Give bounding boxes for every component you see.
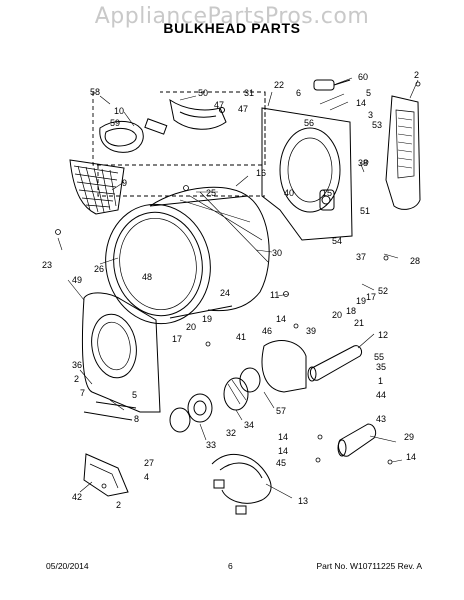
callout-18: 16 [256,168,266,178]
callout-52: 8 [134,414,139,424]
callout-25: 30 [272,248,282,258]
callout-9: 10 [114,106,124,116]
callout-11: 59 [110,118,120,128]
callout-49: 2 [74,374,79,384]
blower-assembly [169,340,307,433]
callout-6: 6 [296,88,301,98]
callout-54: 1 [378,376,383,386]
callout-17: 25 [206,188,216,198]
callout-10: 47 [214,100,224,110]
callout-43: 19 [202,314,212,324]
callout-33: 52 [378,286,388,296]
lint-screen [69,159,125,215]
callout-59: 34 [244,420,254,430]
callout-19: 38 [358,158,368,168]
callout-58: 14 [278,432,288,442]
callout-44: 20 [186,322,196,332]
upper-bracket-parts [99,98,227,153]
callout-0: 2 [414,70,419,80]
leader-lines [57,77,419,499]
callout-12: 47 [238,104,248,114]
callout-41: 39 [306,326,316,336]
callout-50: 7 [80,388,85,398]
callout-1: 60 [358,72,368,82]
callout-35: 19 [356,296,366,306]
callout-55: 57 [276,406,286,416]
drum [105,186,270,325]
rear-bulkhead-panel [261,107,353,241]
lower-left-duct-bracket [83,453,129,497]
callout-27: 28 [410,256,420,266]
footer-part-number: Part No. W10711225 Rev. A [316,561,422,571]
callout-21: 15 [322,188,332,198]
footer-page-number: 6 [228,561,233,571]
callout-63: 14 [278,446,288,456]
callout-70: 13 [298,496,308,506]
callout-65: 27 [144,458,154,468]
thermal-fuse [313,79,351,91]
front-bulkhead [81,292,161,421]
callout-7: 5 [366,88,371,98]
callout-31: 24 [220,288,230,298]
exhaust-duct [385,95,421,210]
callout-39: 46 [262,326,272,336]
callout-60: 32 [226,428,236,438]
callout-23: 51 [360,206,370,216]
callout-20: 40 [284,188,294,198]
callout-37: 20 [332,310,342,320]
screws [55,81,421,489]
callout-13: 3 [368,110,373,120]
callout-38: 14 [276,314,286,324]
callout-48: 36 [72,360,82,370]
callout-28: 49 [72,275,82,285]
callout-24: 26 [94,264,104,274]
callout-26: 37 [356,252,366,262]
callout-32: 11 [270,290,279,300]
callout-16: 9 [122,178,127,188]
callout-40: 21 [354,318,364,328]
callout-42: 12 [378,330,388,340]
callout-62: 29 [404,432,414,442]
callout-66: 4 [144,472,149,482]
callout-57: 43 [376,414,386,424]
callout-53: 35 [376,362,386,372]
callout-22: 23 [42,260,52,270]
wire-harness [211,454,272,515]
callout-45: 17 [172,334,182,344]
callout-8: 14 [356,98,366,108]
callout-68: 42 [72,492,82,502]
callout-47: 41 [236,332,246,342]
callout-labels: 2 60 58 50 22 31 6 5 14 10 47 59 47 3 56… [42,70,420,510]
callout-69: 2 [116,500,121,510]
lower-right-cylinder [337,423,377,457]
callout-15: 53 [372,120,382,130]
callout-67: 14 [406,452,416,462]
page-title: BULKHEAD PARTS [163,20,301,36]
callout-29: 48 [142,272,152,282]
heater-tube [307,345,363,382]
watermark: AppliancePartsPros.com [94,4,370,29]
callout-61: 33 [206,440,216,450]
callout-46: 55 [374,352,384,362]
callout-14: 56 [304,118,314,128]
dashed-group-boxes [92,91,266,197]
callout-2: 58 [90,87,100,97]
callout-36: 18 [346,306,356,316]
callout-34: 17 [366,292,376,302]
callout-5: 31 [244,88,254,98]
callout-51: 5 [132,390,137,400]
callout-64: 45 [276,458,286,468]
callout-4: 22 [274,80,284,90]
callout-56: 44 [376,390,386,400]
callout-30: 54 [332,236,342,246]
callout-3: 50 [198,88,208,98]
footer-date: 05/20/2014 [46,561,89,571]
